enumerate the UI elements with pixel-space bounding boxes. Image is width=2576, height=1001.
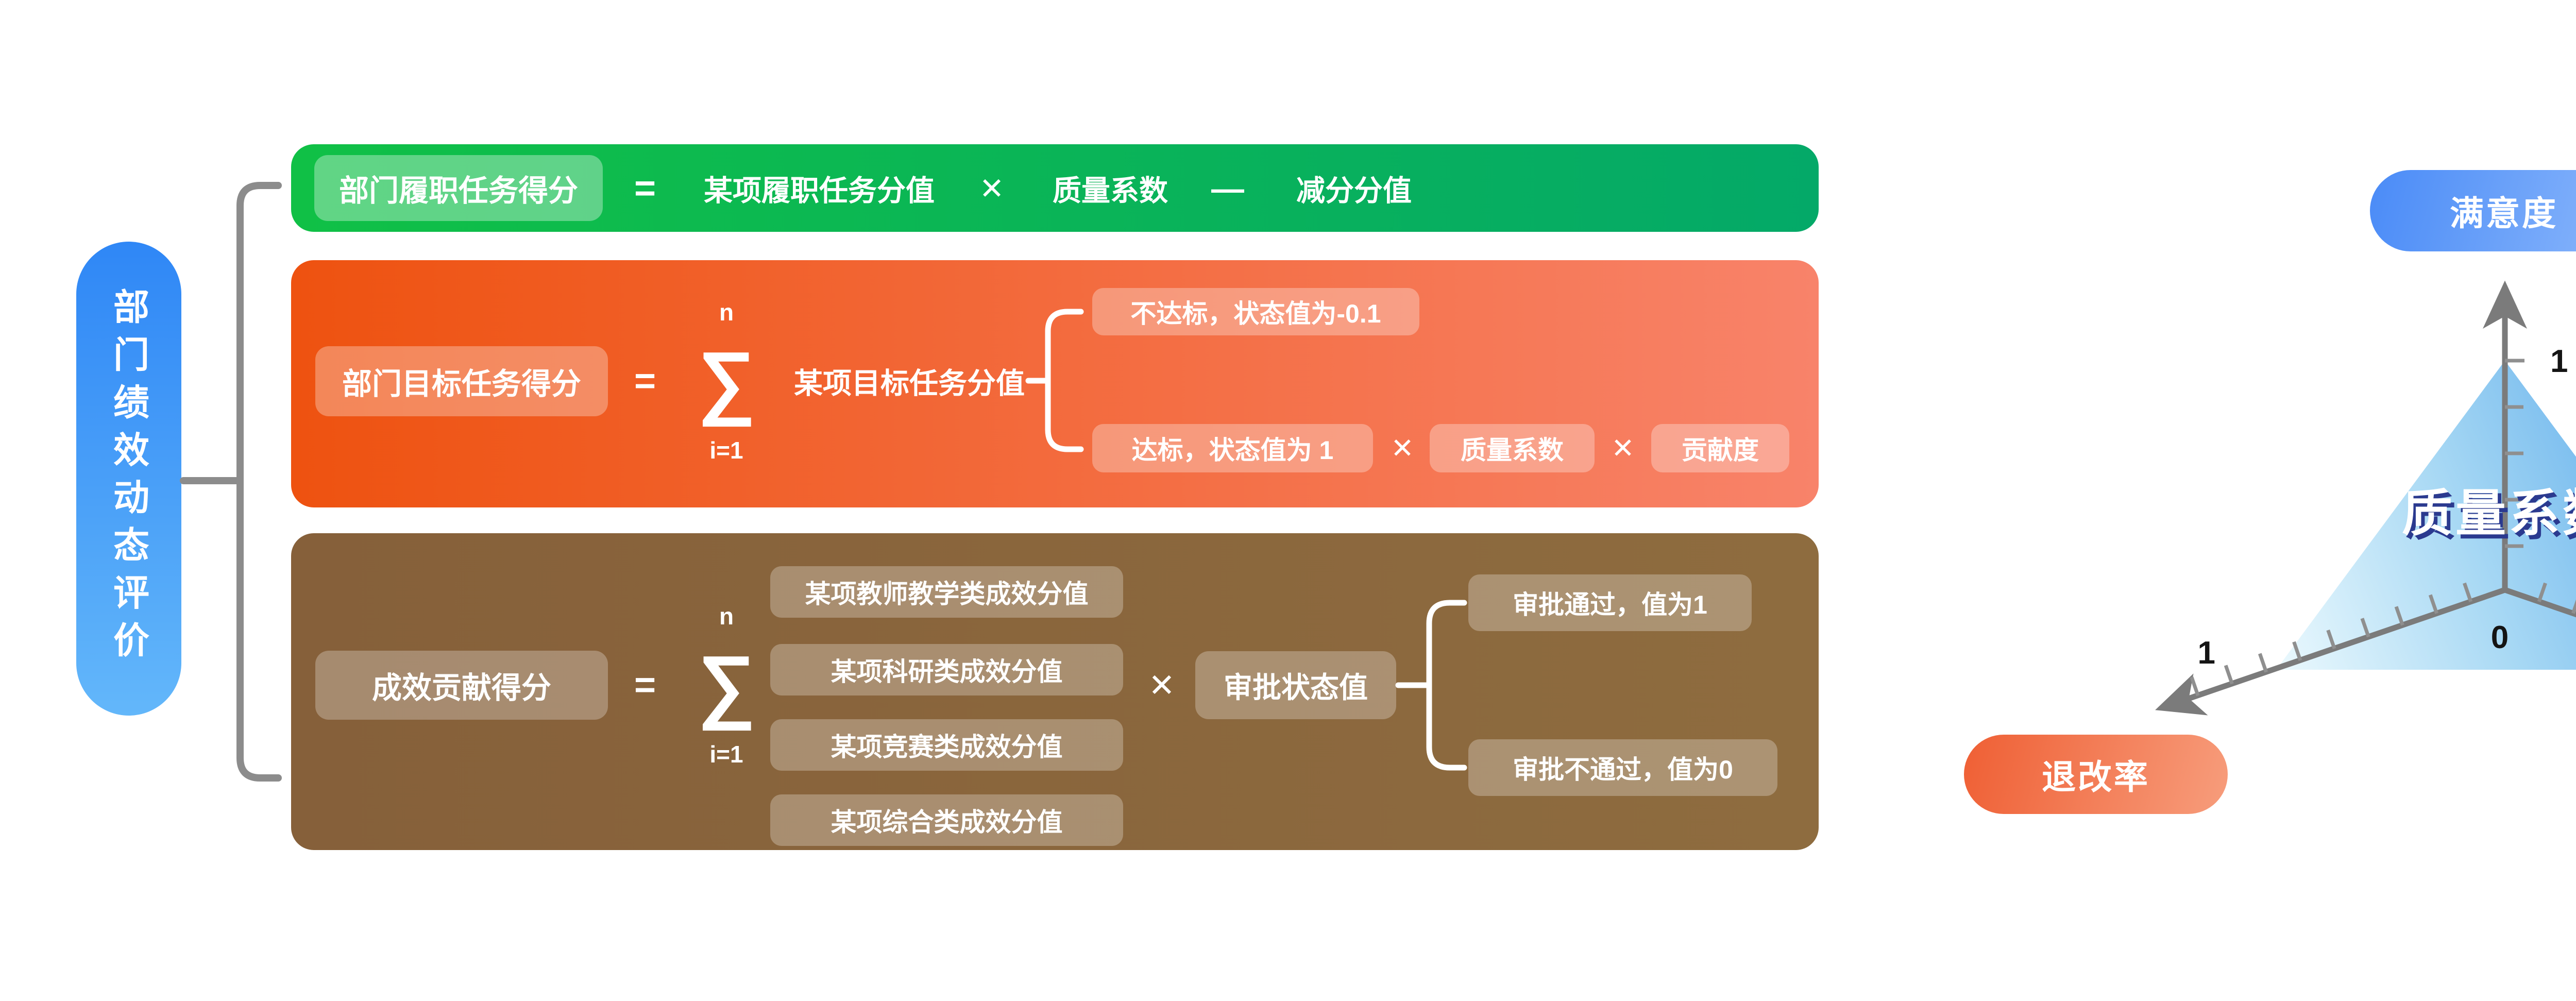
deduction-value-term: 减分分值: [1296, 174, 1412, 207]
branch-met-chip: 达标，状态值为 1: [1092, 424, 1373, 472]
multiply-icon: ✕: [1611, 433, 1635, 464]
summation-icon: n ∑ i=1: [685, 604, 768, 766]
multiply-icon: ✕: [979, 172, 1005, 206]
target-score-title-chip: 部门目标任务得分: [315, 346, 608, 416]
sigma-symbol: ∑: [697, 639, 756, 731]
equals-sign: =: [634, 665, 656, 706]
minus-sign: —: [1211, 170, 1244, 207]
approval-status-chip: 审批状态值: [1195, 651, 1396, 719]
root-node-department-performance: 部门绩效动态评价: [76, 242, 181, 716]
sigma-upper-bound: n: [719, 299, 734, 326]
axis-label-satisfaction: 满意度: [2370, 170, 2576, 251]
tick-label-left-1: 1: [2198, 635, 2215, 671]
multiply-icon: ✕: [1391, 433, 1414, 464]
list-item-comprehensive: 某项综合类成效分值: [770, 794, 1123, 846]
target-task-value-term: 某项目标任务分值: [794, 367, 1025, 400]
sigma-symbol: ∑: [697, 335, 756, 427]
quality-factor-chip: 质量系数: [1430, 424, 1595, 472]
equals-sign: =: [634, 168, 656, 209]
sigma-lower-bound: i=1: [709, 740, 743, 768]
row-duty-task-score: 部门履职任务得分 = 某项履职任务分值 ✕ 质量系数 — 减分分值: [291, 144, 1819, 232]
origin-label-0: 0: [2491, 620, 2509, 655]
achievement-title-chip: 成效贡献得分: [315, 651, 608, 720]
tree-bracket: [180, 182, 282, 782]
equals-sign: =: [634, 361, 656, 402]
multiply-icon: ✕: [1148, 668, 1175, 704]
axis-revision-rate: [2155, 587, 2506, 716]
axis-timeliness: [2504, 587, 2576, 618]
summation-icon: n ∑ i=1: [685, 300, 768, 462]
duty-score-title-chip: 部门履职任务得分: [314, 155, 603, 221]
branch-approved-chip: 审批通过，值为1: [1468, 574, 1752, 631]
list-item-competition: 某项竞赛类成效分值: [770, 719, 1123, 771]
radar-center-title: 质量系数: [2401, 484, 2576, 541]
sigma-lower-bound: i=1: [709, 436, 743, 464]
list-item-research: 某项科研类成效分值: [770, 644, 1123, 695]
quality-factor-term: 质量系数: [1053, 174, 1168, 207]
row-target-task-score: 部门目标任务得分 = n ∑ i=1 某项目标任务分值 不达标，状态值为-0.1…: [291, 260, 1819, 507]
tick-label-top-1: 1: [2550, 344, 2568, 379]
branch-rejected-chip: 审批不通过，值为0: [1468, 739, 1777, 796]
axis-label-revision-rate: 退改率: [1964, 735, 2228, 814]
sigma-upper-bound: n: [719, 603, 734, 630]
list-item-teaching: 某项教师教学类成效分值: [770, 566, 1123, 618]
contribution-degree-chip: 贡献度: [1651, 424, 1789, 472]
branch-not-met-chip: 不达标，状态值为-0.1: [1092, 288, 1419, 335]
row-achievement-contribution-score: 成效贡献得分 = n ∑ i=1 某项教师教学类成效分值 某项科研类成效分值 某…: [291, 533, 1819, 850]
duty-task-value-term: 某项履职任务分值: [704, 174, 935, 207]
